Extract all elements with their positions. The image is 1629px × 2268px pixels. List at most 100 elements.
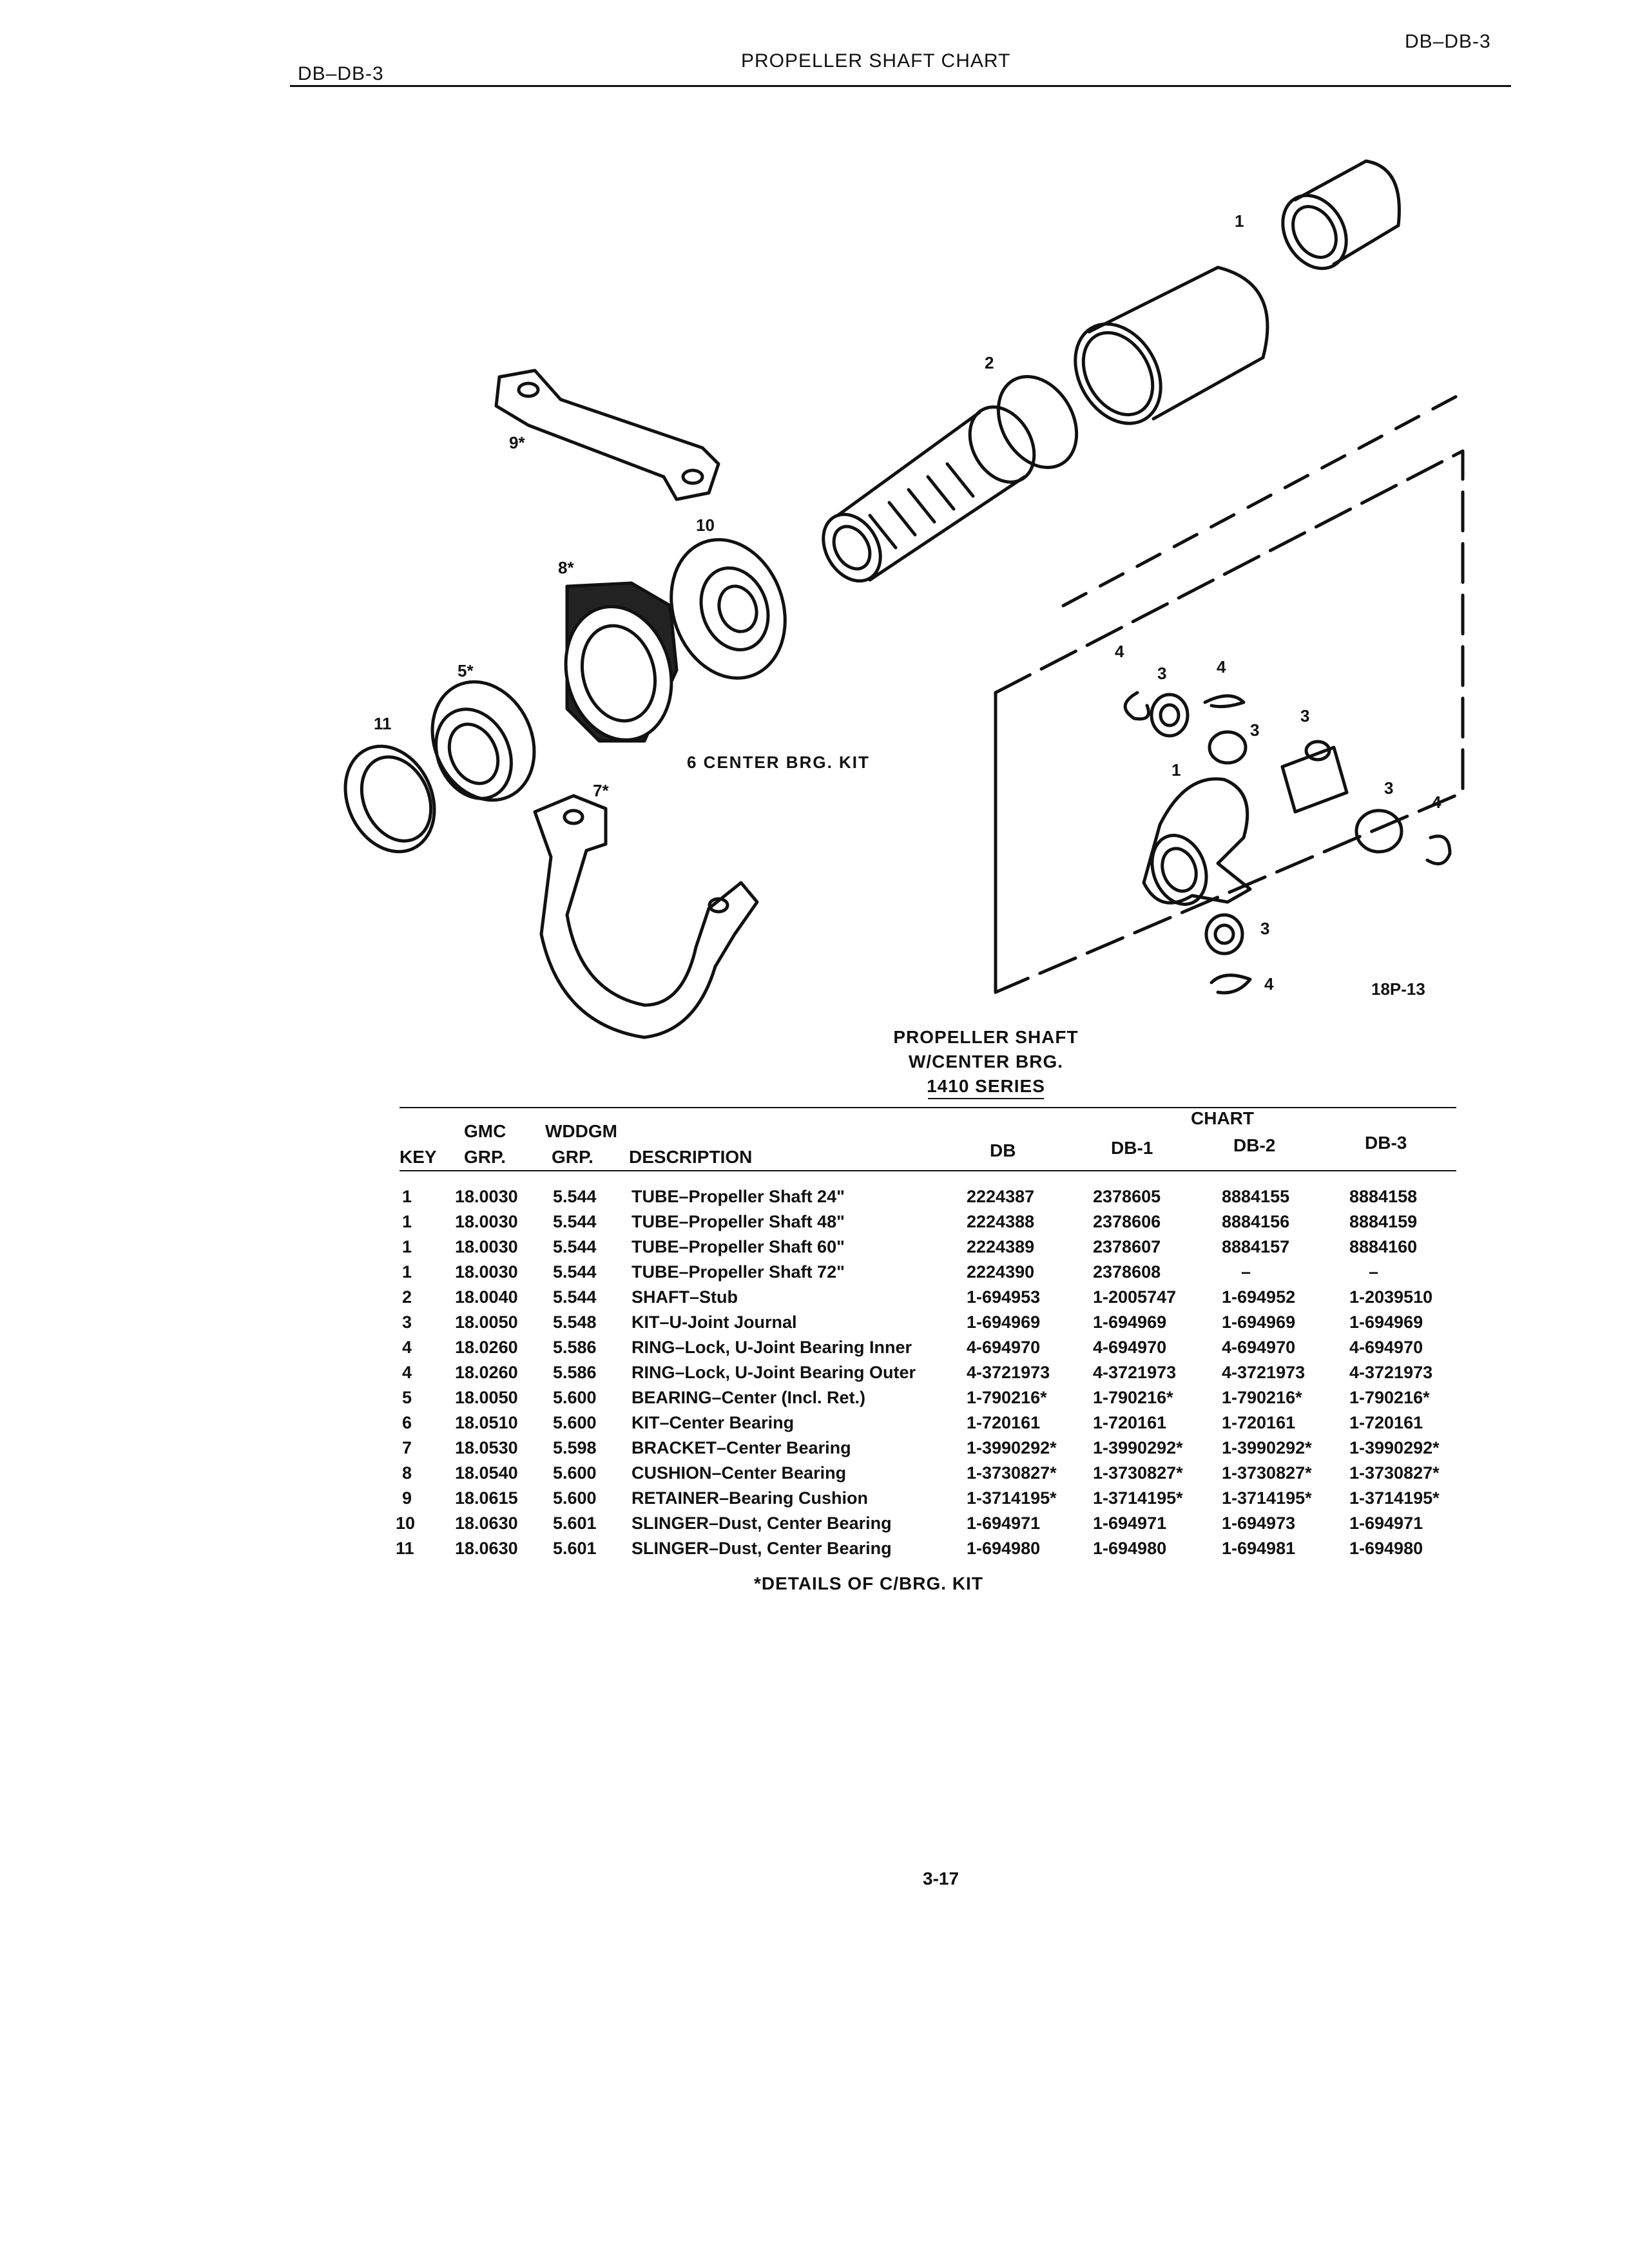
cell-wddgm-grp: 5.600 [553, 1463, 597, 1483]
cell-key: 8 [402, 1463, 412, 1483]
cell-key: 10 [396, 1514, 416, 1533]
header-left-code: DB–DB-3 [298, 63, 384, 84]
callout: 3 [1300, 706, 1310, 726]
cell-gmc-grp: 18.0540 [455, 1463, 518, 1483]
cell-key: 3 [402, 1312, 412, 1332]
cell-db2: 1-694969 [1222, 1312, 1296, 1332]
cell-wddgm-grp: 5.600 [553, 1488, 597, 1508]
cell-db1: 2378607 [1093, 1237, 1161, 1256]
cell-key: 4 [402, 1363, 412, 1382]
cell-db3: 1-694980 [1349, 1539, 1423, 1558]
cell-db3: 8884158 [1349, 1187, 1418, 1206]
cell-db1: 1-3730827* [1093, 1463, 1183, 1483]
table-header-rule [400, 1170, 1456, 1171]
chart-header: CHART [1191, 1108, 1254, 1128]
header-rule [290, 85, 1511, 87]
cell-db3: 1-3730827* [1349, 1463, 1440, 1483]
cell-description: KIT–U-Joint Journal [631, 1312, 797, 1332]
cell-description: RING–Lock, U-Joint Bearing Inner [631, 1338, 912, 1357]
tube-long-part [1074, 265, 1269, 425]
callout: 4 [1432, 793, 1441, 812]
cell-db: 1-790216* [967, 1388, 1047, 1407]
cell-description: CUSHION–Center Bearing [631, 1463, 847, 1483]
cell-gmc-grp: 18.0260 [455, 1338, 518, 1357]
cell-db: 1-720161 [967, 1413, 1041, 1432]
cell-key: 4 [402, 1338, 412, 1357]
cell-db2: 1-3714195* [1222, 1488, 1312, 1508]
cell-wddgm-grp: 5.544 [553, 1287, 597, 1307]
cell-db1: 1-3714195* [1093, 1488, 1183, 1508]
cell-db2: 8884156 [1222, 1212, 1290, 1231]
cell-gmc-grp: 18.0030 [455, 1262, 518, 1282]
cell-db2: 1-694973 [1222, 1514, 1296, 1533]
u-joint-detail-box [994, 391, 1465, 994]
cell-db3: 1-790216* [1349, 1388, 1430, 1407]
cell-key: 2 [402, 1287, 412, 1307]
caption-line-2: W/CENTER BRG. [908, 1052, 1064, 1072]
cell-db1: 2378605 [1093, 1187, 1161, 1206]
retainer-plate-part [494, 369, 720, 501]
callout: 4 [1264, 974, 1274, 994]
col-wddgm-grp: GRP. [552, 1147, 593, 1167]
cell-db1: 2378608 [1093, 1262, 1161, 1282]
cell-db3: – [1369, 1262, 1379, 1282]
cell-db2: 1-694952 [1222, 1287, 1296, 1307]
cell-description: TUBE–Propeller Shaft 24" [631, 1187, 845, 1206]
callout: 7* [593, 781, 609, 800]
cell-description: RING–Lock, U-Joint Bearing Outer [631, 1363, 916, 1382]
cell-db2: – [1241, 1262, 1251, 1282]
cell-db: 1-694953 [967, 1287, 1041, 1307]
callout: 1 [1235, 211, 1244, 231]
cell-description: RETAINER–Bearing Cushion [631, 1488, 869, 1508]
cell-db2: 1-720161 [1222, 1413, 1296, 1432]
cell-gmc-grp: 18.0530 [455, 1438, 518, 1457]
callout: 8* [558, 558, 574, 577]
cell-db1: 4-3721973 [1093, 1363, 1177, 1382]
cell-db: 2224387 [967, 1187, 1035, 1206]
center-bearing-kit-label: 6 CENTER BRG. KIT [687, 753, 870, 772]
cell-db3: 1-2039510 [1349, 1287, 1433, 1307]
callout: 3 [1260, 919, 1270, 938]
cell-gmc-grp: 18.0040 [455, 1287, 518, 1307]
callout: 5* [458, 661, 474, 680]
cell-wddgm-grp: 5.544 [553, 1187, 597, 1206]
page-number: 3-17 [923, 1869, 959, 1888]
cell-wddgm-grp: 5.600 [553, 1413, 597, 1432]
callout: 3 [1384, 778, 1394, 798]
dust-slinger-part [670, 538, 787, 680]
cell-wddgm-grp: 5.548 [553, 1312, 597, 1332]
cell-db: 1-694971 [967, 1514, 1041, 1533]
callout: 3 [1250, 720, 1260, 740]
u-joint-parts [1123, 691, 1452, 995]
cell-db1: 1-694971 [1093, 1514, 1167, 1533]
cell-db3: 1-694971 [1349, 1514, 1423, 1533]
stub-shaft-part [822, 374, 1079, 583]
cell-description: SHAFT–Stub [631, 1287, 738, 1307]
callout: 2 [985, 353, 994, 372]
cell-description: SLINGER–Dust, Center Bearing [631, 1514, 892, 1533]
cell-wddgm-grp: 5.600 [553, 1388, 597, 1407]
cell-db1: 1-3990292* [1093, 1438, 1183, 1457]
cell-wddgm-grp: 5.598 [553, 1438, 597, 1457]
cell-db: 2224390 [967, 1262, 1035, 1282]
cell-gmc-grp: 18.0510 [455, 1413, 518, 1432]
exploded-parts-diagram [343, 159, 1465, 1039]
bracket-part [533, 794, 759, 1039]
col-gmc-grp: GRP. [464, 1147, 506, 1167]
cell-key: 5 [402, 1388, 412, 1407]
cell-db1: 1-2005747 [1093, 1287, 1177, 1307]
cell-description: TUBE–Propeller Shaft 72" [631, 1262, 845, 1282]
cell-db1: 2378606 [1093, 1212, 1161, 1231]
cell-db2: 1-3730827* [1222, 1463, 1312, 1483]
cell-wddgm-grp: 5.544 [553, 1262, 597, 1282]
cell-db3: 4-694970 [1349, 1338, 1423, 1357]
table-footnote: *DETAILS OF C/BRG. KIT [754, 1573, 983, 1593]
callout: 4 [1115, 642, 1124, 661]
cell-description: TUBE–Propeller Shaft 48" [631, 1212, 845, 1231]
cell-gmc-grp: 18.0260 [455, 1363, 518, 1382]
cell-key: 9 [402, 1488, 412, 1508]
cell-db1: 4-694970 [1093, 1338, 1167, 1357]
cell-db1: 1-694969 [1093, 1312, 1167, 1332]
slinger-ring-part [343, 744, 436, 854]
col-db: DB [990, 1140, 1016, 1160]
